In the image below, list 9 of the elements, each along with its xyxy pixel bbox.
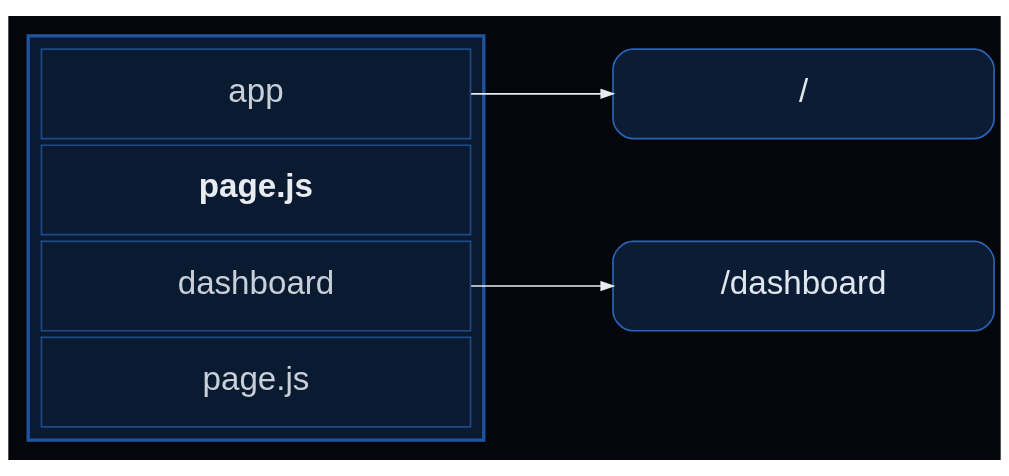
node-box: /dashboard (612, 240, 995, 332)
node-box: dashboard (40, 240, 472, 332)
node-box: app (40, 48, 472, 140)
node-box: / (612, 48, 995, 140)
cluster (26, 34, 486, 442)
node-box: page.js (40, 144, 472, 236)
node-box: page.js (40, 336, 472, 428)
arrow (470, 280, 616, 292)
arrow (470, 88, 616, 100)
